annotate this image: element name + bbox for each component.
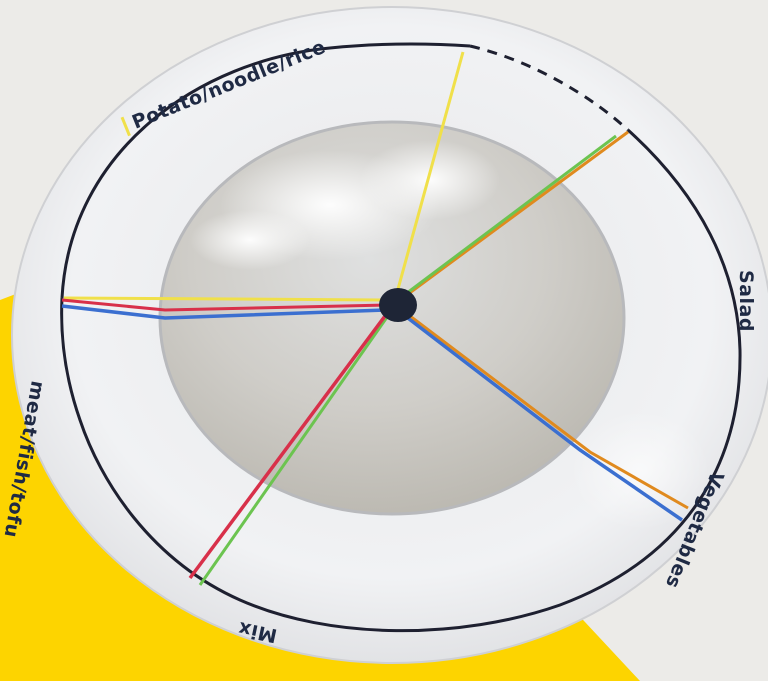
divider-line-yellow: [63, 296, 393, 302]
divider-line-blue: [398, 310, 683, 522]
divider-line-blue: [61, 304, 386, 320]
drawn-outline: [60, 42, 471, 299]
reflection: [190, 210, 310, 270]
segment-label-salad: Salad: [735, 270, 757, 332]
divider-line-red: [188, 310, 390, 580]
divider-line-orange: [401, 308, 689, 510]
reflection: [570, 410, 710, 530]
drawn-outline: [60, 128, 742, 633]
divider-line-green: [402, 134, 617, 298]
drawn-outline-dashed: [469, 44, 630, 132]
divider-line-yellow: [393, 51, 465, 301]
label-marker: [120, 116, 131, 137]
reflection: [360, 140, 500, 220]
center-hub: [379, 288, 417, 322]
divider-line-red: [61, 298, 386, 312]
divider-line-green: [198, 309, 394, 586]
divider-line-orange: [399, 130, 629, 302]
